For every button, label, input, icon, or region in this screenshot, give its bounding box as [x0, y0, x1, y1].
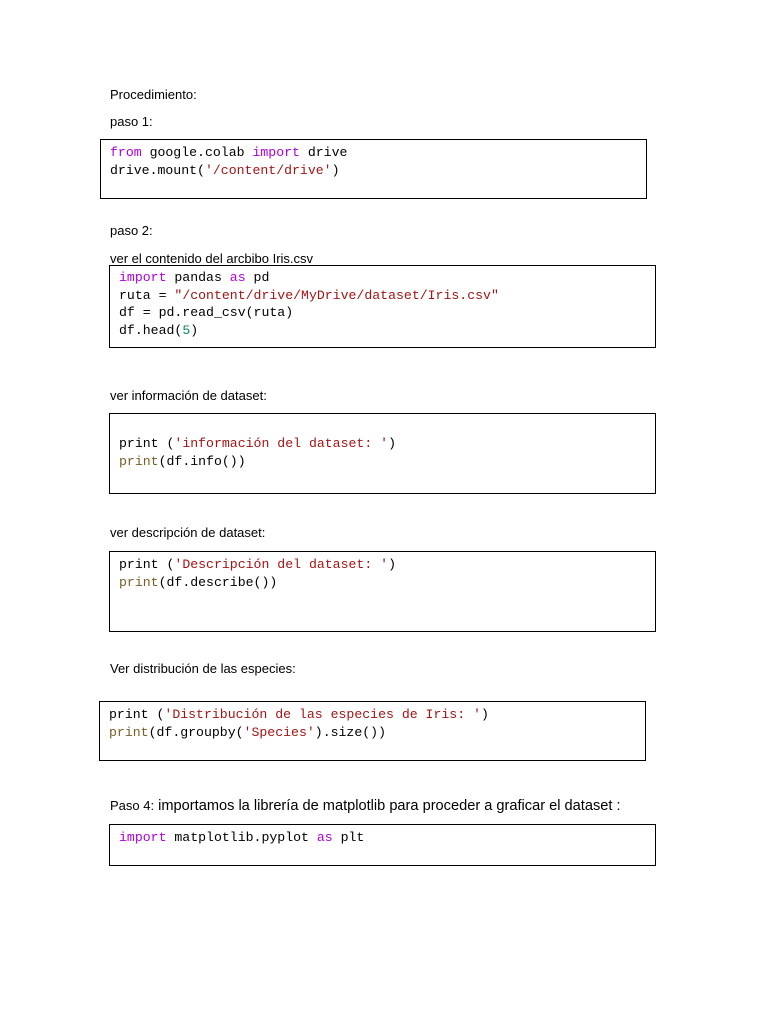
paso4-paragraph: Paso 4: importamos la librería de matplo… — [110, 797, 657, 823]
code-block-groupby: print ('Distribución de las especies de … — [99, 701, 646, 761]
code-token: print ( — [119, 557, 175, 572]
code-token: ) — [190, 322, 199, 338]
code-token: drive.mount( — [110, 162, 205, 178]
keyword: import — [119, 830, 167, 845]
code-line: print(df.info()) — [119, 454, 246, 469]
code-token: matplotlib.pyplot — [166, 830, 317, 845]
code-line: df.head(5) — [119, 323, 198, 338]
code-token: ) — [388, 557, 397, 572]
code-token: drive — [299, 145, 348, 160]
code-line: df = pd.read_csv(ruta) — [119, 305, 293, 320]
code-block-matplotlib: import matplotlib.pyplot as plt — [109, 824, 656, 866]
ver-distribucion-label: Ver distribución de las especies: — [110, 661, 296, 676]
string-literal: 'Distribución de las especies de Iris: ' — [164, 707, 481, 722]
paso4-prefix: Paso 4: — [110, 798, 155, 813]
code-token: (df.describe()) — [158, 574, 278, 590]
keyword: import — [252, 145, 300, 160]
code-token: ) — [331, 162, 340, 178]
procedimiento-heading: Procedimiento: — [110, 87, 197, 102]
code-token: ) — [480, 707, 489, 722]
paso1-label: paso 1: — [110, 114, 153, 129]
ver-informacion-label: ver información de dataset: — [110, 388, 267, 403]
code-block-describe: print ('Descripción del dataset: ') prin… — [109, 551, 656, 632]
code-token: pandas — [166, 270, 230, 285]
code-token: df.head( — [119, 322, 183, 338]
code-token: df = pd.read_csv(ruta) — [119, 305, 294, 321]
keyword: from — [110, 145, 142, 160]
keyword: import — [119, 270, 167, 285]
string-literal: "/content/drive/MyDrive/dataset/Iris.csv… — [174, 287, 499, 303]
code-text: from google.colab import drive drive.mou… — [110, 144, 347, 179]
code-line: from google.colab import drive — [110, 145, 347, 160]
code-line: import matplotlib.pyplot as plt — [119, 830, 364, 845]
code-line: import pandas as pd — [119, 270, 269, 285]
code-line: ruta = "/content/drive/MyDrive/dataset/I… — [119, 288, 499, 303]
code-text: import pandas as pd ruta = "/content/dri… — [119, 269, 499, 339]
code-text: print ('Distribución de las especies de … — [109, 706, 489, 741]
keyword: as — [316, 830, 333, 845]
code-token: print ( — [119, 436, 175, 451]
code-block-read-csv: import pandas as pd ruta = "/content/dri… — [109, 265, 656, 348]
code-text: print ('información del dataset: ') prin… — [119, 435, 396, 470]
string-literal: 'Descripción del dataset: ' — [174, 557, 389, 572]
code-token: pd — [245, 270, 270, 285]
code-line: print ('Descripción del dataset: ') — [119, 557, 396, 572]
function-name: print — [119, 574, 159, 590]
ver-descripcion-label: ver descripción de dataset: — [110, 525, 266, 540]
function-name: print — [119, 453, 159, 469]
ver-contenido-label: ver el contenido del arcbibo Iris.csv — [110, 251, 314, 266]
code-text: print ('Descripción del dataset: ') prin… — [119, 556, 396, 591]
code-line: print ('información del dataset: ') — [119, 436, 396, 451]
code-text: import matplotlib.pyplot as plt — [119, 829, 364, 847]
code-line: print(df.describe()) — [119, 575, 277, 590]
code-token: (df.info()) — [158, 453, 246, 469]
code-token: google.colab — [141, 145, 253, 160]
code-token: ).size()) — [314, 724, 387, 740]
code-token: plt — [332, 830, 365, 845]
code-line: print(df.groupby('Species').size()) — [109, 725, 386, 740]
code-token: (df.groupby( — [148, 724, 244, 740]
code-token: print ( — [109, 707, 165, 722]
keyword: as — [229, 270, 246, 285]
function-name: print — [109, 724, 149, 740]
code-block-drive-mount: from google.colab import drive drive.mou… — [100, 139, 647, 199]
paso4-text: importamos la librería de matplotlib par… — [158, 798, 621, 814]
string-literal: 'Species' — [243, 724, 315, 740]
code-line: print ('Distribución de las especies de … — [109, 707, 489, 722]
code-line: drive.mount('/content/drive') — [110, 163, 340, 178]
number-literal: 5 — [182, 322, 191, 338]
code-token: ) — [388, 436, 397, 451]
code-block-info: print ('información del dataset: ') prin… — [109, 413, 656, 494]
code-token: ruta = — [119, 287, 175, 303]
paso2-label: paso 2: — [110, 223, 153, 238]
string-literal: '/content/drive' — [204, 162, 332, 178]
string-literal: 'información del dataset: ' — [174, 436, 389, 451]
